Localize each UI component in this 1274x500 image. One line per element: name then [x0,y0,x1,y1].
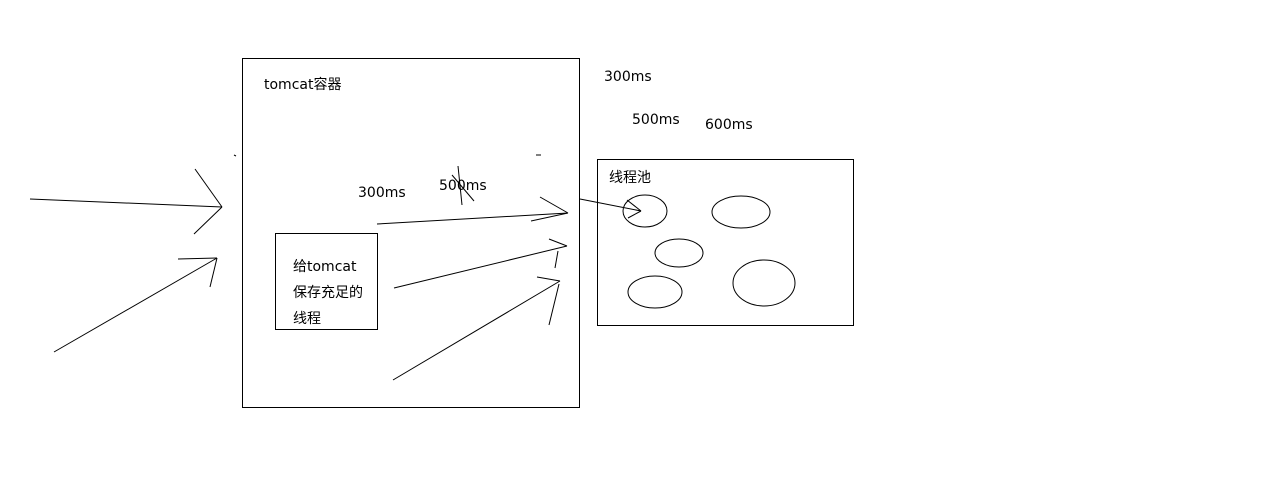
note-line: 给tomcat [293,259,357,275]
thread-ellipse [711,195,771,229]
time-label: 600ms [705,117,753,133]
pool-label: 线程池 [609,170,651,186]
note-box [275,233,378,330]
tomcat-container-box [242,58,580,408]
time-label: 500ms [632,112,680,128]
container-label: tomcat容器 [264,77,342,93]
thread-pool-box [597,159,854,326]
request-arrow [392,276,561,381]
note-text: 给tomcat 保存充足的 线程 [293,254,363,332]
strike-mark [451,165,475,206]
thread-ellipse [627,275,683,309]
thread-ellipse [732,259,796,307]
stray-mark [233,154,237,157]
thread-ellipse [622,194,668,228]
thread-assign-arrow [579,198,642,219]
time-label: 500ms [439,178,487,194]
request-arrow [376,196,569,225]
thread-ellipse [654,238,704,268]
note-line: 保存充足的 [293,285,363,301]
note-line: 线程 [293,311,321,327]
incoming-request-arrow [29,168,223,235]
time-label: 300ms [358,185,406,201]
time-label: 300ms [604,69,652,85]
incoming-request-arrow [53,257,218,353]
request-arrow [393,238,568,289]
